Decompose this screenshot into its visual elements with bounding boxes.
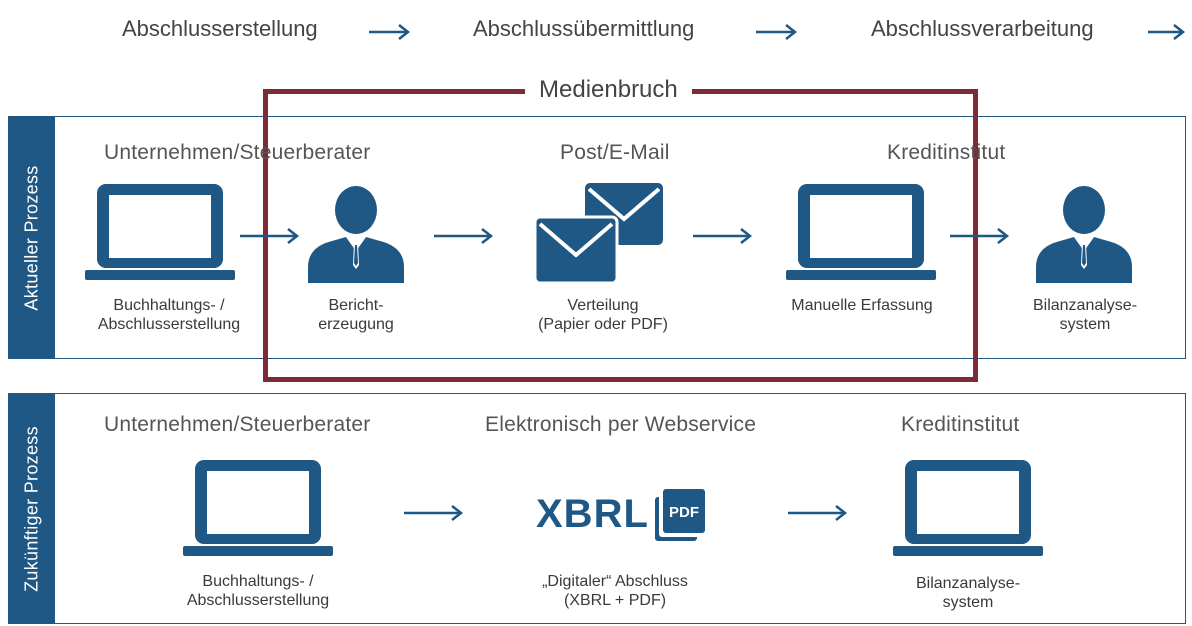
caption-berichterzeugung: Bericht- erzeugung [300,296,412,334]
future-process-label: Zukünftiger Prozess [21,425,41,592]
caption-line: Abschlusserstellung [186,592,330,609]
future-process-panel [55,393,1186,624]
caption-bilanzanalyse: Bilanzanalyse- system [1012,296,1158,334]
arrow-icon [788,505,848,521]
future-caption-buchhaltung: Buchhaltungs- / Abschlusserstellung [168,572,348,610]
arrow-icon [950,228,1010,244]
caption-verteilung: Verteilung (Papier oder PDF) [518,296,688,334]
stage-label-2: Abschlussübermittlung [473,16,695,41]
laptop-icon [85,184,235,280]
future-header-bank: Kreditinstitut [901,413,1020,436]
laptop-icon [786,184,936,280]
caption-buchhaltung: Buchhaltungs- / Abschlusserstellung [80,296,258,334]
caption-line: system [1059,316,1111,333]
laptop-icon [893,460,1043,556]
caption-line: Verteilung [567,297,639,314]
xbrl-logo: XBRL [536,492,649,536]
arrow-icon [404,505,464,521]
caption-line: Bilanzanalyse- [1032,297,1138,314]
envelope-icon [533,183,663,285]
stage-label-3: Abschlussverarbeitung [871,16,1094,41]
arrow-icon [756,24,798,40]
future-header-company: Unternehmen/Steuerberater [104,413,371,436]
future-caption-digitaler-abschluss: „Digitaler“ Abschluss (XBRL + PDF) [520,572,710,610]
caption-line: (XBRL + PDF) [563,592,667,609]
current-header-company: Unternehmen/Steuerberater [104,141,371,164]
arrow-icon [369,24,411,40]
caption-line: erzeugung [318,316,394,333]
caption-manuelle-erfassung: Manuelle Erfassung [766,296,958,315]
arrow-icon [693,228,753,244]
medienbruch-label: Medienbruch [525,76,692,104]
caption-line: Manuelle Erfassung [791,297,933,314]
stage-label-1: Abschlusserstellung [122,16,318,41]
arrow-icon [1148,24,1186,40]
pdf-icon: PDF [655,489,705,541]
caption-line: (Papier oder PDF) [538,316,668,333]
caption-line: Buchhaltungs- / [202,573,314,590]
laptop-icon [183,460,333,556]
caption-line: Abschlusserstellung [97,316,241,333]
person-icon [308,186,404,283]
future-caption-bilanzanalyse: Bilanzanalyse- system [895,574,1041,612]
caption-line: system [942,594,994,611]
caption-line: „Digitaler“ Abschluss [542,573,688,590]
current-process-panel [55,116,1186,359]
current-header-post: Post/E-Mail [560,141,670,164]
future-header-webservice: Elektronisch per Webservice [485,413,757,436]
current-process-sidebar: Aktueller Prozess [8,116,55,359]
caption-line: Bericht- [328,297,384,314]
caption-line: Buchhaltungs- / [113,297,225,314]
caption-line: Bilanzanalyse- [915,575,1021,592]
arrow-icon [240,228,300,244]
current-process-label: Aktueller Prozess [21,164,41,311]
person-icon [1036,186,1132,283]
current-header-bank: Kreditinstitut [887,141,1006,164]
pdf-label: PDF [669,504,699,521]
arrow-icon [434,228,494,244]
future-process-sidebar: Zukünftiger Prozess [8,393,55,624]
